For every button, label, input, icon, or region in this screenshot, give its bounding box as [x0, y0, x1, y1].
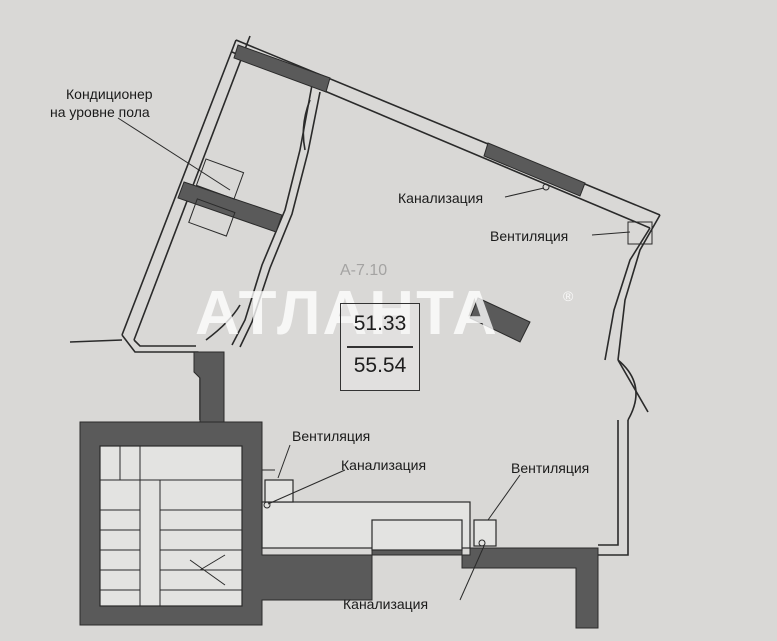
vent-shaft-right	[627, 221, 653, 245]
area-gross: 55.54	[353, 354, 407, 377]
label-vent-bottom-right: Вентиляция	[511, 460, 590, 476]
area-divider	[347, 346, 413, 348]
label-ac-line2: на уровне пола	[50, 104, 150, 120]
leader-vent-stair	[277, 444, 291, 479]
label-sewer-top: Канализация	[398, 190, 484, 206]
label-vent-right: Вентиляция	[490, 228, 569, 244]
door-swing-left	[205, 304, 241, 341]
leader-ac	[117, 117, 231, 191]
area-total: 51.33	[353, 312, 407, 335]
wall-left-outer	[121, 39, 237, 336]
door-swing-top	[302, 99, 311, 151]
ac-unit-box-2	[188, 198, 236, 237]
stair-inner	[99, 445, 243, 607]
wall-bottom-left-inner	[133, 339, 196, 347]
watermark-logo: АТЛАНТА	[195, 279, 499, 348]
ac-unit-box-1	[195, 158, 245, 200]
sewer-pipe-mid	[263, 501, 271, 509]
wall-right-outer	[617, 214, 661, 361]
leader-vent-right	[591, 231, 631, 236]
wall-segment-column	[469, 297, 531, 343]
door-leaf-right	[617, 359, 649, 413]
watermark-registered-mark: ®	[563, 288, 574, 304]
wall-segment-left-lower	[193, 351, 225, 423]
sewer-pipe-bottom	[478, 539, 486, 547]
wall-segment-ac	[177, 181, 283, 233]
wall-top-outer	[235, 39, 661, 216]
leader-vent-bottom-right	[487, 474, 521, 521]
room-code: А-7.10	[340, 262, 388, 279]
partition-inner-2	[239, 91, 321, 348]
leader-sewer-mid	[267, 469, 346, 505]
label-sewer-mid: Канализация	[341, 457, 427, 473]
label-sewer-bottom: Канализация	[343, 596, 429, 612]
corridor-niche	[371, 519, 463, 551]
leader-sewer-bottom	[459, 545, 485, 601]
partition-inner	[231, 84, 313, 346]
label-vent-stair: Вентиляция	[292, 428, 371, 444]
wall-right-lower-outer	[598, 420, 629, 556]
wall-right-lower-inner	[598, 420, 619, 546]
door-swing-right	[617, 359, 637, 421]
label-ac-line1: Кондиционер	[66, 86, 153, 102]
stair-treads	[100, 446, 242, 606]
shaft-vent-bottom	[473, 519, 497, 547]
wall-segment-top-mid	[483, 142, 586, 197]
sewer-pipe-top	[542, 183, 550, 191]
area-label-box: 51.33 55.54	[340, 303, 420, 391]
leader-sewer-top	[504, 187, 545, 198]
wall-segment-top-left	[233, 44, 331, 93]
